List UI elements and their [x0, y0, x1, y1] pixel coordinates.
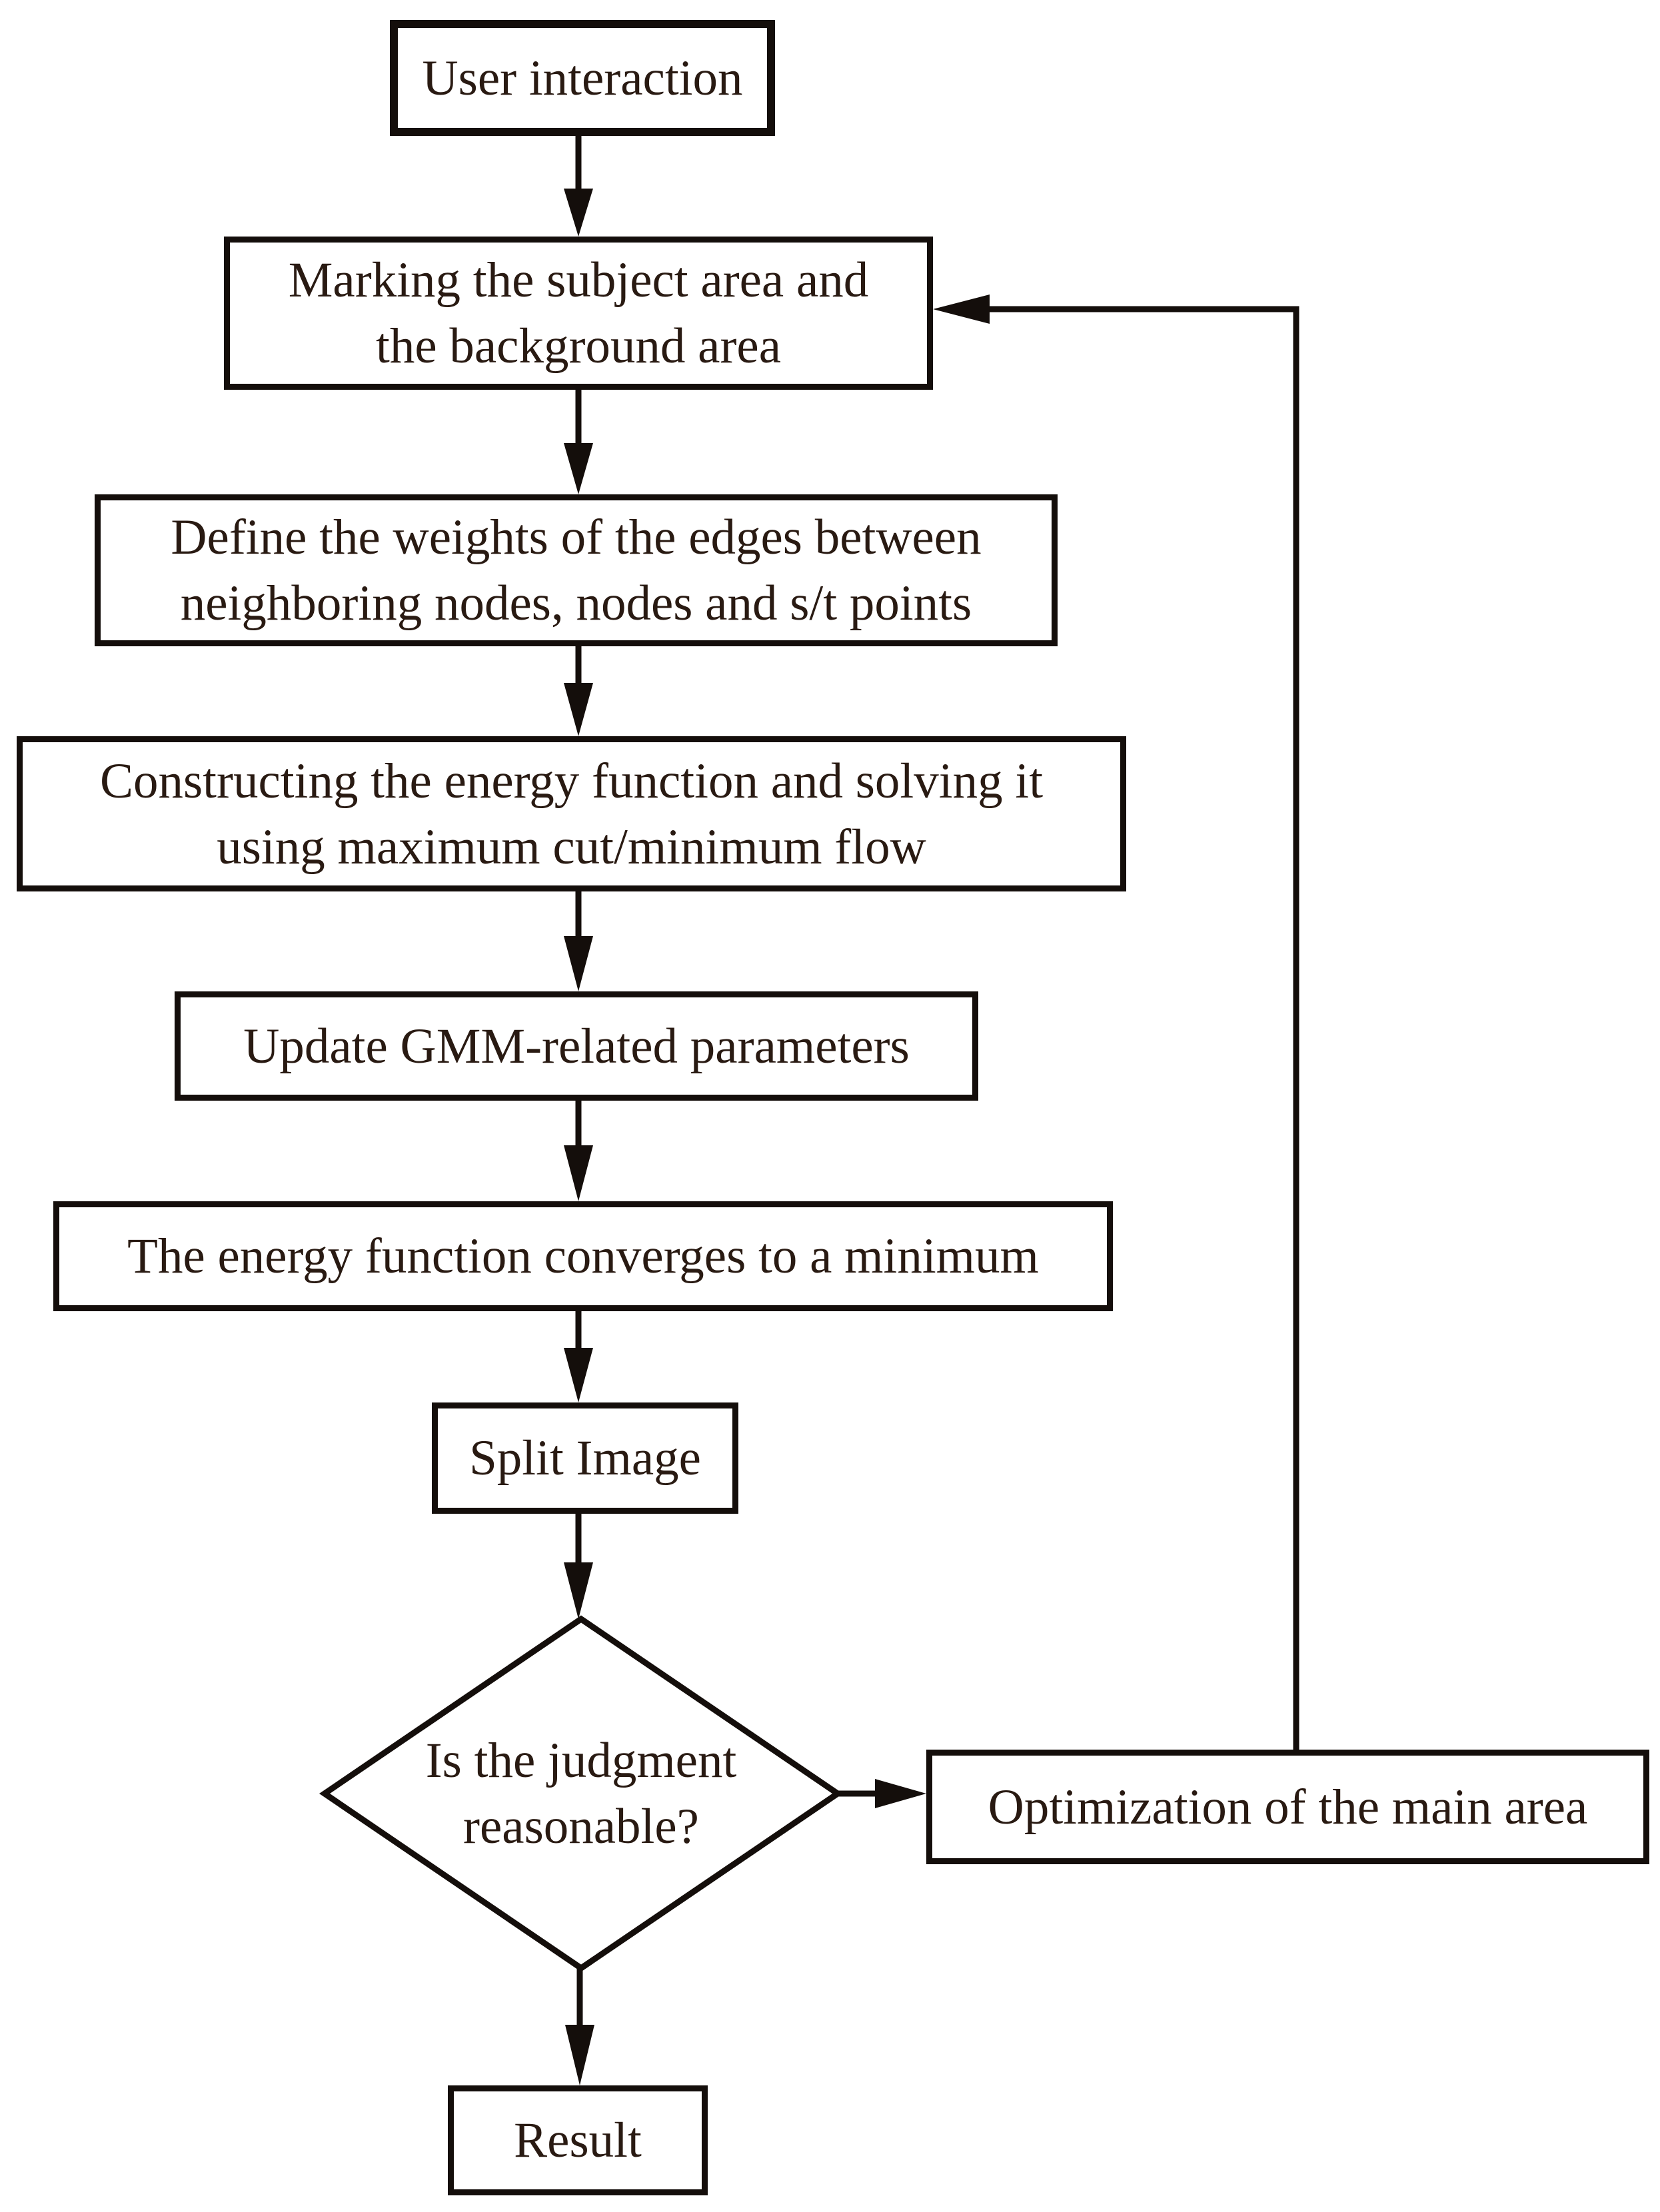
- node-judgment-line2: reasonable?: [463, 1799, 699, 1854]
- feedback-loop-line: [985, 306, 1299, 1750]
- arrow-converge-to-split-head: [564, 1348, 593, 1402]
- arrow-judgment-to-result-head: [565, 2025, 594, 2085]
- node-define-weights-line2: neighboring nodes, nodes and s/t points: [180, 576, 972, 631]
- arrow-judgment-to-optimization-head: [875, 1779, 926, 1808]
- arrow-construct-to-update-head: [564, 936, 593, 991]
- node-split-image: Split Image: [432, 1402, 738, 1514]
- node-user-interaction-label: User interaction: [422, 50, 743, 106]
- node-update-gmm: Update GMM-related parameters: [175, 991, 978, 1101]
- arrow-define-to-construct-head: [564, 683, 593, 736]
- node-marking-line1: Marking the subject area and: [288, 253, 869, 308]
- node-converge-label: The energy function converges to a minim…: [127, 1229, 1039, 1284]
- arrow-user-to-marking-head: [564, 189, 593, 237]
- node-converge: The energy function converges to a minim…: [53, 1201, 1113, 1311]
- node-result: Result: [448, 2085, 708, 2195]
- node-construct-energy-line1: Constructing the energy function and sol…: [99, 753, 1044, 809]
- node-judgment-line1: Is the judgment: [425, 1733, 737, 1788]
- node-construct-energy: Constructing the energy function and sol…: [17, 736, 1126, 891]
- node-optimization: Optimization of the main area: [926, 1750, 1649, 1864]
- arrow-split-to-judgment-head: [564, 1562, 593, 1619]
- node-marking: Marking the subject area and the backgro…: [224, 237, 933, 390]
- arrow-update-to-converge-head: [564, 1145, 593, 1201]
- node-optimization-label: Optimization of the main area: [988, 1779, 1588, 1835]
- node-result-label: Result: [514, 2113, 642, 2168]
- node-marking-line2: the background area: [375, 318, 782, 374]
- node-define-weights-line1: Define the weights of the edges between: [171, 510, 982, 565]
- node-update-gmm-label: Update GMM-related parameters: [243, 1018, 910, 1074]
- arrow-marking-to-define-head: [564, 443, 593, 494]
- node-user-interaction: User interaction: [390, 20, 775, 136]
- node-define-weights: Define the weights of the edges between …: [95, 494, 1058, 646]
- node-split-image-label: Split Image: [469, 1430, 701, 1486]
- feedback-loop-head: [933, 294, 990, 324]
- node-judgment: Is the judgment reasonable?: [325, 1619, 838, 1968]
- node-construct-energy-line2: using maximum cut/minimum flow: [217, 819, 926, 875]
